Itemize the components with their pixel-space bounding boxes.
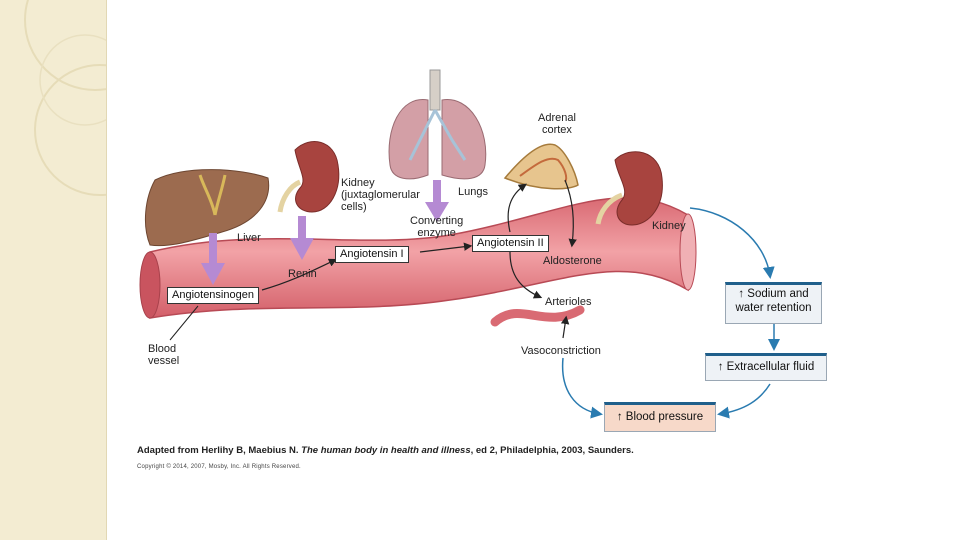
caption-book-title: The human body in health and illness (301, 445, 471, 456)
kidney-jg-illustration (277, 141, 340, 213)
liver-label: Liver (237, 232, 261, 244)
aldosterone-label: Aldosterone (543, 255, 602, 267)
sidebar-decoration (24, 0, 106, 196)
blood-vessel-leader (169, 305, 199, 341)
purple-arrows (201, 180, 449, 285)
angiotensinogen-box: Angiotensinogen (167, 287, 259, 304)
kidney-label: Kidney (652, 220, 686, 232)
lungs-label: Lungs (458, 186, 488, 198)
arterioles-label: Arterioles (545, 296, 592, 308)
vasoconstriction-label: Vasoconstriction (521, 345, 601, 357)
blood-vessel-label: Blood vessel (148, 343, 180, 367)
caption-suffix: , ed 2, Philadelphia, 2003, Saunders. (470, 445, 634, 456)
lungs-illustration (388, 69, 487, 180)
copyright-notice: Copyright © 2014, 2007, Mosby, Inc. All … (137, 464, 301, 470)
blood-vessel (139, 197, 697, 319)
extracellular-fluid-box: ↑ Extracellular fluid (705, 353, 827, 381)
liver-illustration (145, 169, 270, 247)
adrenal-cortex-label: Adrenal cortex (538, 112, 576, 136)
blue-arrows (561, 207, 780, 419)
arteriole-illustration (490, 305, 585, 327)
kidney-jg-label: Kidney (juxtaglomerular cells) (341, 177, 420, 213)
kidney-illustration (595, 151, 663, 226)
renin-label: Renin (288, 268, 317, 280)
angiotensin-1-box: Angiotensin I (335, 246, 409, 263)
sodium-water-retention-box: ↑ Sodium and water retention (725, 282, 822, 324)
slide-sidebar (0, 0, 107, 540)
caption-prefix: Adapted from Herlihy B, Maebius N. (137, 445, 302, 456)
adrenal-cortex-illustration (503, 143, 579, 190)
flow-arrows (261, 179, 577, 339)
blood-pressure-box: ↑ Blood pressure (604, 402, 716, 432)
figure-caption: Adapted from Herlihy B, Maebius N. The h… (137, 445, 634, 456)
converting-enzyme-label: Converting enzyme (410, 215, 464, 239)
angiotensin-2-box: Angiotensin II (472, 235, 549, 252)
